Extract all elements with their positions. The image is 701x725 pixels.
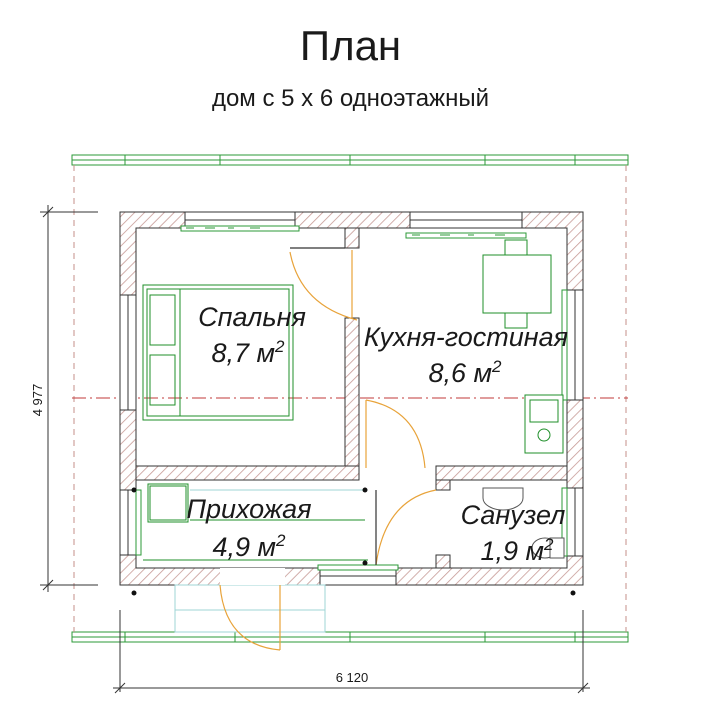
kitchen-name: Кухня-гостиная (364, 322, 568, 352)
structure-dots (131, 487, 576, 596)
bedroom-area-value: 8,7 м (211, 338, 275, 368)
window-left-hall (119, 489, 142, 556)
kitchen-area: 8,6 м2 (428, 357, 502, 388)
bedroom-area-power: 2 (274, 337, 285, 356)
window-right-bathroom (561, 487, 584, 557)
bedroom-name: Спальня (198, 302, 306, 332)
window-bottom-hall (317, 564, 399, 586)
bathroom-area: 1,9 м2 (480, 535, 554, 566)
width-dimension-label: 6 120 (336, 670, 369, 685)
bed (142, 284, 294, 421)
window-left-bedroom (119, 294, 137, 411)
plan-title: План (299, 22, 402, 69)
height-dimension-label: 4 977 (30, 384, 45, 417)
window-top-left (180, 211, 300, 232)
bathroom-area-power: 2 (543, 535, 554, 554)
dimension-width (113, 610, 590, 694)
entry-porch (174, 568, 326, 633)
dimension-height (40, 205, 98, 592)
bathroom-area-value: 1,9 м (480, 536, 544, 566)
window-top-right (405, 211, 527, 239)
plan-subtitle: дом с 5 х 6 одноэтажный (211, 85, 490, 112)
hall-area-power: 2 (275, 531, 286, 550)
doors (219, 247, 437, 651)
window-right-kitchen (561, 289, 584, 401)
hall-area-value: 4,9 м (212, 532, 276, 562)
kitchen-table (482, 239, 552, 329)
hall-name: Прихожая (186, 494, 311, 524)
roof-overhang-outline (71, 154, 629, 643)
bathroom-fixtures (482, 487, 565, 559)
bedroom-area: 8,7 м2 (211, 337, 285, 368)
interior-walls (135, 227, 568, 569)
hall-bench (143, 483, 368, 561)
kitchen-area-power: 2 (491, 357, 502, 376)
kitchen-area-value: 8,6 м (428, 358, 492, 388)
hall-area: 4,9 м2 (212, 531, 286, 562)
bathroom-name: Санузел (461, 500, 566, 530)
kitchen-sink (524, 394, 564, 454)
